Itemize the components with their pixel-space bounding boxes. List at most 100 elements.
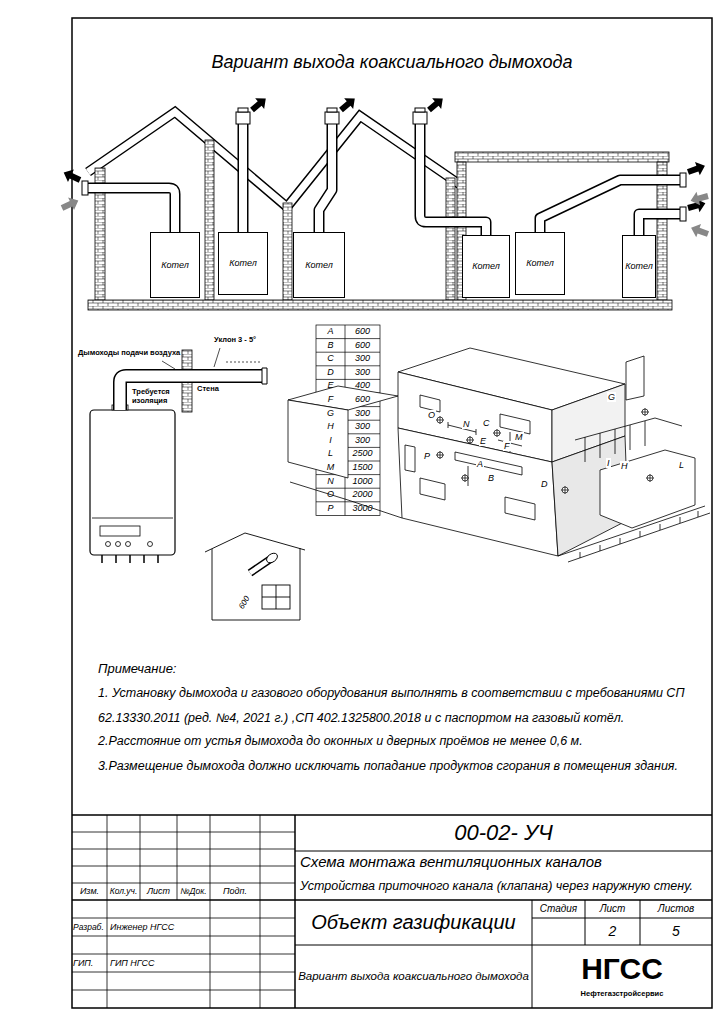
table-cell: N [316,475,345,489]
table-cell: M [316,461,345,475]
flue-terminal [436,451,444,459]
dimension-letter: B [487,473,495,483]
house-detail [205,533,305,620]
object-name: Объект газификации [295,900,532,945]
title-block-text: Подп. [210,883,260,900]
title-block [72,815,712,900]
dimension-value: 600 [237,594,252,610]
callout-text: Дымоходы подачи воздуха [78,349,180,358]
company-name: Нефтегазстройсервис [532,987,712,1001]
coaxial-flue [420,124,486,235]
dimension-letter: A [476,459,484,469]
title-block-text: Изм. [72,883,107,900]
table-cell: 300 [345,434,380,448]
flue-terminal [641,408,649,416]
dimension-letter: C [482,418,491,428]
boiler-label: Котел [161,260,189,271]
boiler-box: Котел [515,232,565,295]
flue-terminal [562,487,568,493]
title-block-text: №Док. [177,883,210,900]
boiler-label: Котел [305,260,333,271]
boiler-drawing [126,542,131,547]
building-drawing [448,422,522,486]
boiler-drawing [92,518,173,519]
flue-cap [236,112,250,124]
boiler-box: Котел [218,232,268,295]
table-cell: 600 [345,393,380,407]
title-block-text: Лист [140,883,177,900]
building-drawing [568,513,710,562]
boiler-drawing [116,542,121,547]
boiler-box: Котел [293,232,345,298]
table-cell: 600 [345,339,380,353]
exhaust-arrow [61,166,83,186]
sheet-count: 5 [640,918,712,945]
building-drawing [288,348,710,562]
table-cell: D [316,366,345,380]
dimension-letter: F [503,441,511,451]
sheet-frame [72,18,712,1008]
table-cell: 300 [345,420,380,434]
table-cell: G [316,407,345,421]
coaxial-flue [540,180,682,232]
coaxial-flue [639,214,682,235]
dimension-letter: G [607,392,616,402]
coaxial-flue [319,124,332,232]
flue-cap [82,181,88,195]
table-cell: H [316,420,345,434]
coaxial-flue [86,188,175,232]
boiler-label: Котел [229,258,257,269]
dimension-letter: H [620,461,629,471]
table-cell: 1500 [345,461,380,475]
table-cell: 300 [345,407,380,421]
brick-wall [283,203,292,300]
sheet-heading: Вариант выхода коаксиального дымохода [72,50,712,74]
flue-cap [680,207,686,221]
flue-cap [325,112,339,124]
house-detail [205,533,305,552]
leader-line [162,361,175,369]
exhaust-arrow [337,93,360,115]
flue-cap [680,173,686,187]
coaxial-flue [120,376,262,410]
exhaust-arrow [61,93,708,215]
house-detail [262,585,290,609]
table-cell: 2500 [345,447,380,461]
house-detail [265,551,279,564]
exhaust-arrow [425,93,448,115]
title-block-text: Инженер НГСС [110,918,209,936]
title-block-text: Разраб. [73,918,107,936]
coaxial-flue [86,124,682,235]
note-text: 2.Расстояние от устья дымохода до оконны… [98,734,583,748]
leader-line [214,348,220,367]
table-cell: 600 [345,325,380,339]
boiler-box: Котел [150,232,200,298]
title-block-text: Лист [585,900,640,918]
building-drawing [420,478,445,500]
flue-cap [82,108,686,221]
table-cell: E [316,379,345,393]
dimension-letter: N [462,419,471,429]
coaxial-flue [120,376,262,410]
title-block-text: ГИП НГСС [110,954,209,972]
brick-wall [88,300,672,310]
dimension-letter: D [540,479,549,489]
coaxial-flue [540,180,682,232]
flue-terminal [642,409,648,415]
boiler-label: Котел [526,258,554,269]
sheet-number: 2 [585,918,640,945]
dimension-letter: E [479,436,487,446]
brick-wall [205,140,214,300]
house-detail [212,548,300,620]
house-detail [262,585,290,609]
callout-text: Стена [196,385,220,394]
boiler-box: Котел [462,235,510,298]
coaxial-flue [639,214,682,235]
building-drawing [500,414,530,434]
sheet-title: Схема монтажа вентиляционных каналов [300,851,708,873]
callout-text: Требуется изоляция [132,387,180,405]
dimension-letter: I [606,458,611,468]
intake-arrow [689,189,710,207]
table-cell: F [316,393,345,407]
